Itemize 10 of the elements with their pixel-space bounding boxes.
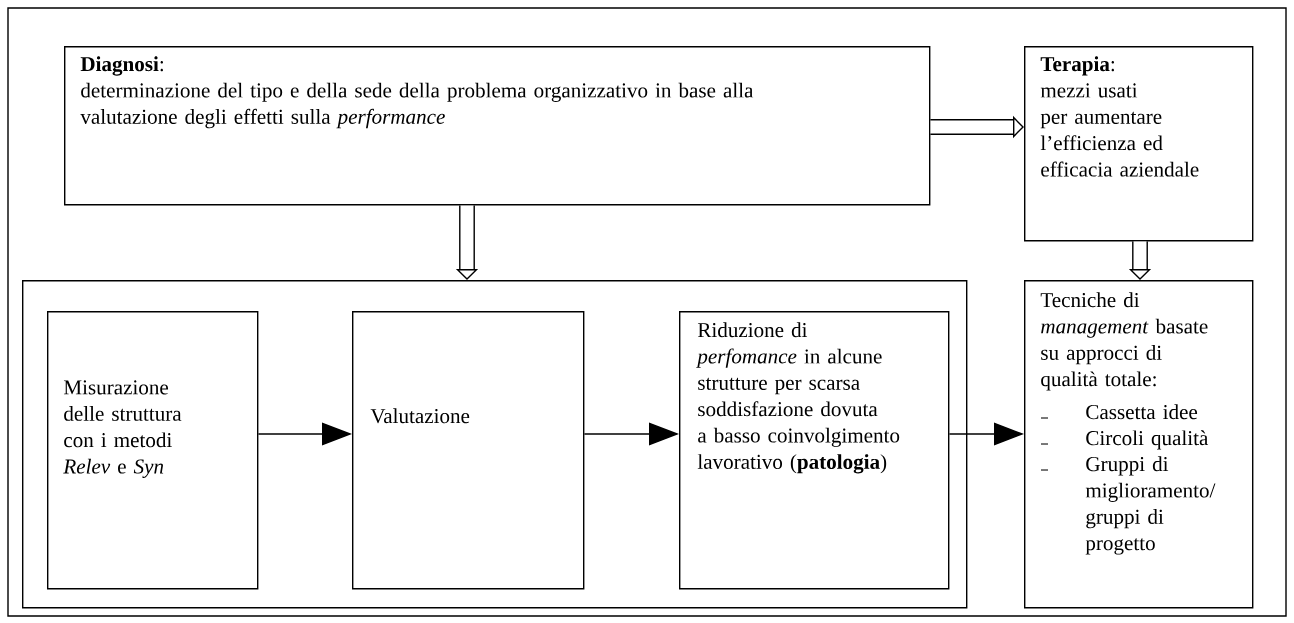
process-box: Diagnosi: determinazione del tipo e della sede della problema organizzativo in base alla valutazione degli effetti sulla performance <box>64 46 931 206</box>
box-text: Tecniche di management basate su approcci di qualità totale: <box>1040 292 1208 391</box>
container-box <box>22 280 968 609</box>
list-item: Circoli qualità <box>1040 430 1209 450</box>
list-item: Gruppi di miglioramento/ gruppi di progetto <box>1040 456 1216 555</box>
process-box: Terapia: mezzi usati per aumentare l’efficienza ed efficacia aziendale <box>1024 46 1254 242</box>
process-box: Riduzione di perfomance in alcune strutture per scarsa soddisfazione dovuta a basso coinvolgimento lavorativo (patologia) <box>679 311 950 590</box>
process-box: Misurazione delle struttura con i metodi Relev e Syn <box>47 311 259 590</box>
process-box: Valutazione <box>352 311 585 590</box>
list-item: Cassetta idee <box>1040 404 1198 420</box>
